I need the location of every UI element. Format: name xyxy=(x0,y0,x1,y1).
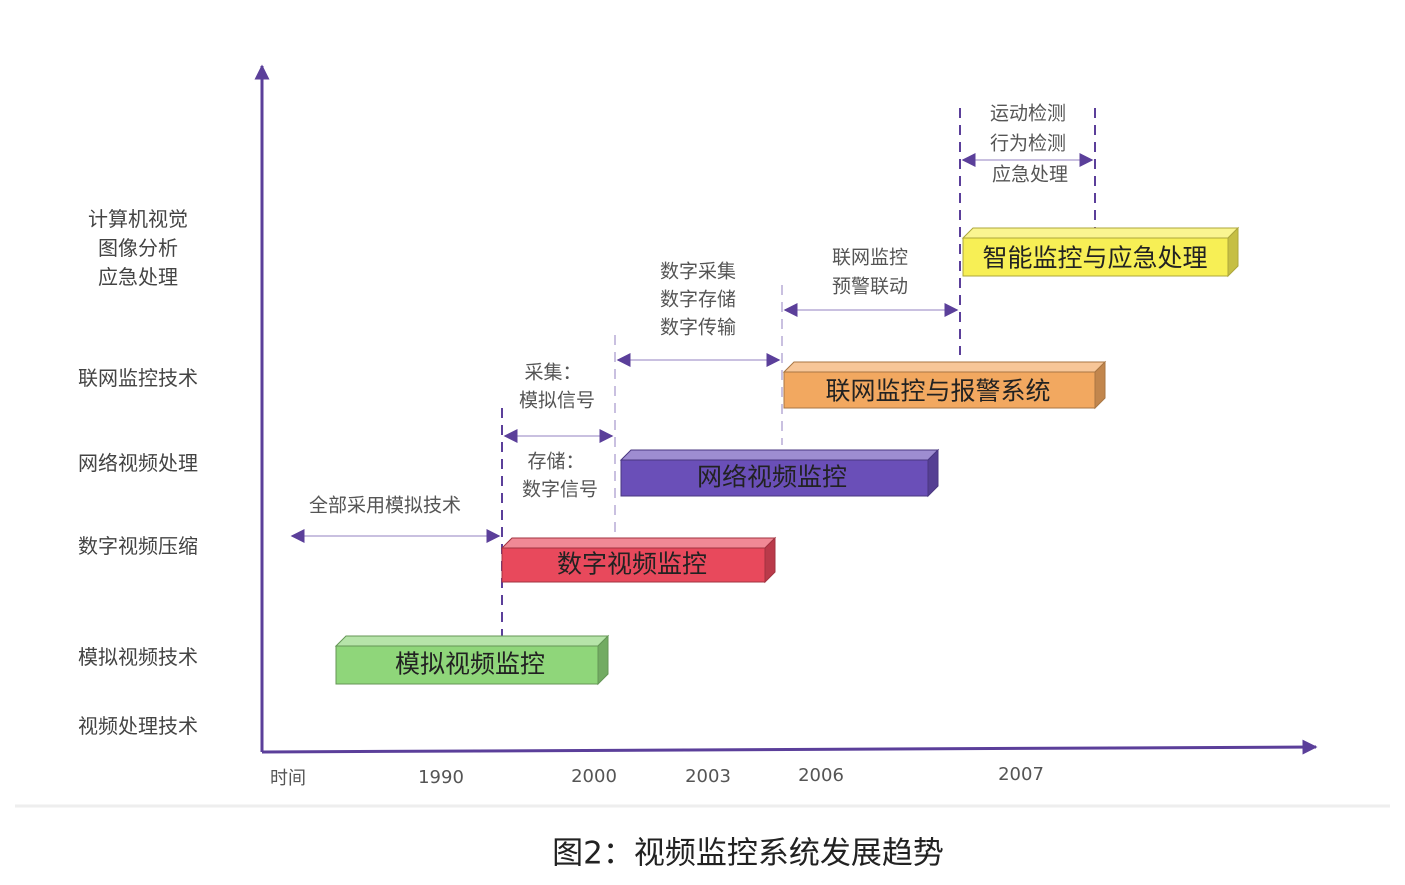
y-label-computer-vision: 计算机视觉 xyxy=(88,207,188,231)
x-label-2007: 2007 xyxy=(998,764,1044,785)
bar-top xyxy=(619,449,940,461)
note-storage-2: 数字信号 xyxy=(521,478,599,501)
stage-bar-network xyxy=(619,448,940,498)
bar-top xyxy=(961,227,1240,239)
stage-label-digital: 数字视频监控 xyxy=(556,549,708,579)
x-label-1990: 1990 xyxy=(418,767,464,788)
note-analog: 全部采用模拟技术 xyxy=(308,494,462,517)
span-arrows xyxy=(290,153,1094,543)
stage-label-smart: 智能监控与应急处理 xyxy=(982,243,1208,273)
x-label-2003: 2003 xyxy=(685,766,731,787)
note-capture-1: 采集： xyxy=(524,361,582,384)
note-smart-3: 应急处理 xyxy=(991,163,1069,186)
note-digital-1: 数字采集 xyxy=(659,260,737,283)
stage-label-alarm: 联网监控与报警系统 xyxy=(825,376,1051,406)
note-storage-1: 存储： xyxy=(527,450,585,473)
stage-label-analog: 模拟视频监控 xyxy=(394,649,546,679)
stage-bar-smart xyxy=(961,226,1240,278)
x-label-time: 时间 xyxy=(270,768,306,789)
dashed-guides xyxy=(501,108,1096,636)
stage-bar-analog xyxy=(334,634,610,686)
note-digital-3: 数字传输 xyxy=(659,316,737,339)
figure-caption: 图2：视频监控系统发展趋势 xyxy=(552,835,944,872)
bar-side xyxy=(1094,360,1106,410)
note-network-1: 联网监控 xyxy=(831,246,909,269)
note-network-2: 预警联动 xyxy=(831,275,909,298)
y-label-emergency: 应急处理 xyxy=(98,265,178,289)
y-label-image-analysis: 图像分析 xyxy=(98,236,178,260)
x-axis xyxy=(261,739,1318,755)
y-label-level4: 网络视频处理 xyxy=(78,451,198,475)
x-label-2006: 2006 xyxy=(798,765,844,786)
stage-label-network: 网络视频监控 xyxy=(696,462,848,492)
bar-top xyxy=(782,361,1107,373)
bar-side xyxy=(764,536,776,584)
bar-side xyxy=(927,448,939,498)
stage-bar-alarm xyxy=(782,360,1107,410)
note-capture-2: 模拟信号 xyxy=(518,389,596,412)
y-label-level2: 模拟视频技术 xyxy=(78,645,198,669)
bar-top xyxy=(334,635,610,647)
bar-side xyxy=(1227,226,1239,278)
stage-bar-digital xyxy=(500,536,777,584)
x-label-2000: 2000 xyxy=(571,766,617,787)
note-digital-2: 数字存储 xyxy=(659,288,737,311)
y-label-level3: 数字视频压缩 xyxy=(78,534,198,558)
note-smart-1: 运动检测 xyxy=(989,102,1067,125)
bar-side xyxy=(597,634,609,686)
bar-top xyxy=(500,537,777,549)
y-label-level5: 联网监控技术 xyxy=(78,366,198,390)
y-label-level1: 视频处理技术 xyxy=(78,714,198,738)
note-smart-2: 行为检测 xyxy=(989,132,1067,155)
